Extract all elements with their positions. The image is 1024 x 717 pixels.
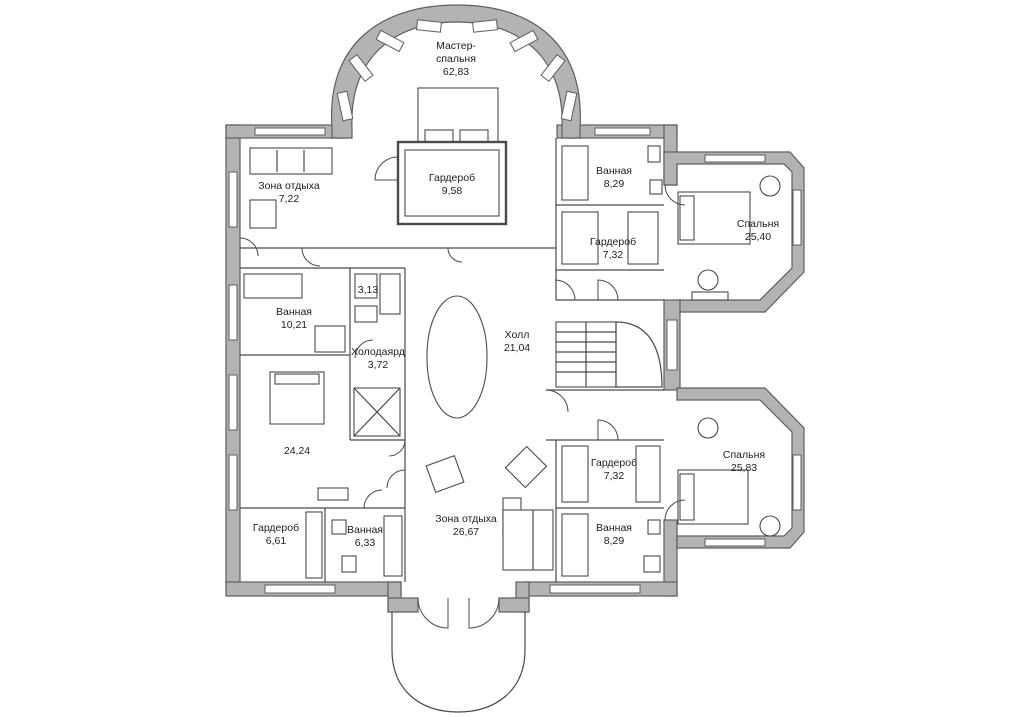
room-labels: Мастер- спальня 62,83 Гардероб 9,58 Зона… [253, 40, 779, 549]
bath-left-area: 10,21 [281, 319, 307, 331]
master-closet-area: 9,58 [442, 185, 463, 197]
bath-bottom-left-label: Ванная [347, 524, 383, 536]
master-closet-label: Гардероб [429, 172, 475, 184]
closet-bottom-left-label: Гардероб [253, 522, 299, 534]
cold-room-label: Холодаярд [351, 346, 405, 358]
lounge-top-label: Зона отдыха [258, 180, 320, 192]
closet-top-right-label: Гардероб [590, 236, 636, 248]
hall-area: 21,04 [504, 342, 530, 354]
lounge-top-area: 7,22 [279, 193, 300, 205]
master-bedroom-label-2: спальня [436, 53, 476, 65]
bath-bottom-right-area: 8,29 [604, 535, 625, 547]
bath-bottom-right-label: Ванная [596, 522, 632, 534]
hall-label: Холл [505, 329, 530, 341]
lounge-bottom-label: Зона отдыха [435, 513, 497, 525]
master-bedroom-area: 62,83 [443, 66, 469, 78]
bedroom-bottom-right-label: Спальня [723, 449, 765, 461]
furniture [239, 87, 781, 629]
lounge-bottom-area: 26,67 [453, 526, 479, 538]
outer-walls [225, 4, 805, 713]
bath-bottom-left-area: 6,33 [355, 537, 376, 549]
bedroom-left-area: 24,24 [284, 445, 310, 457]
closet-bottom-right-label: Гардероб [591, 457, 637, 469]
closet-top-right-area: 7,32 [603, 249, 624, 261]
interior-walls [240, 138, 664, 582]
wc-area: 3,13 [358, 284, 379, 296]
bedroom-top-right-area: 25,40 [745, 231, 771, 243]
bedroom-bottom-right-area: 25,83 [731, 462, 757, 474]
master-bedroom-label: Мастер- [436, 40, 476, 52]
bath-left-label: Ванная [276, 306, 312, 318]
bedroom-top-right-label: Спальня [737, 218, 779, 230]
closet-bottom-left-area: 6,61 [266, 535, 287, 547]
bath-top-right-area: 8,29 [604, 178, 625, 190]
bath-top-right-label: Ванная [596, 165, 632, 177]
cold-room-area: 3,72 [368, 359, 389, 371]
closet-bottom-right-area: 7,32 [604, 470, 625, 482]
